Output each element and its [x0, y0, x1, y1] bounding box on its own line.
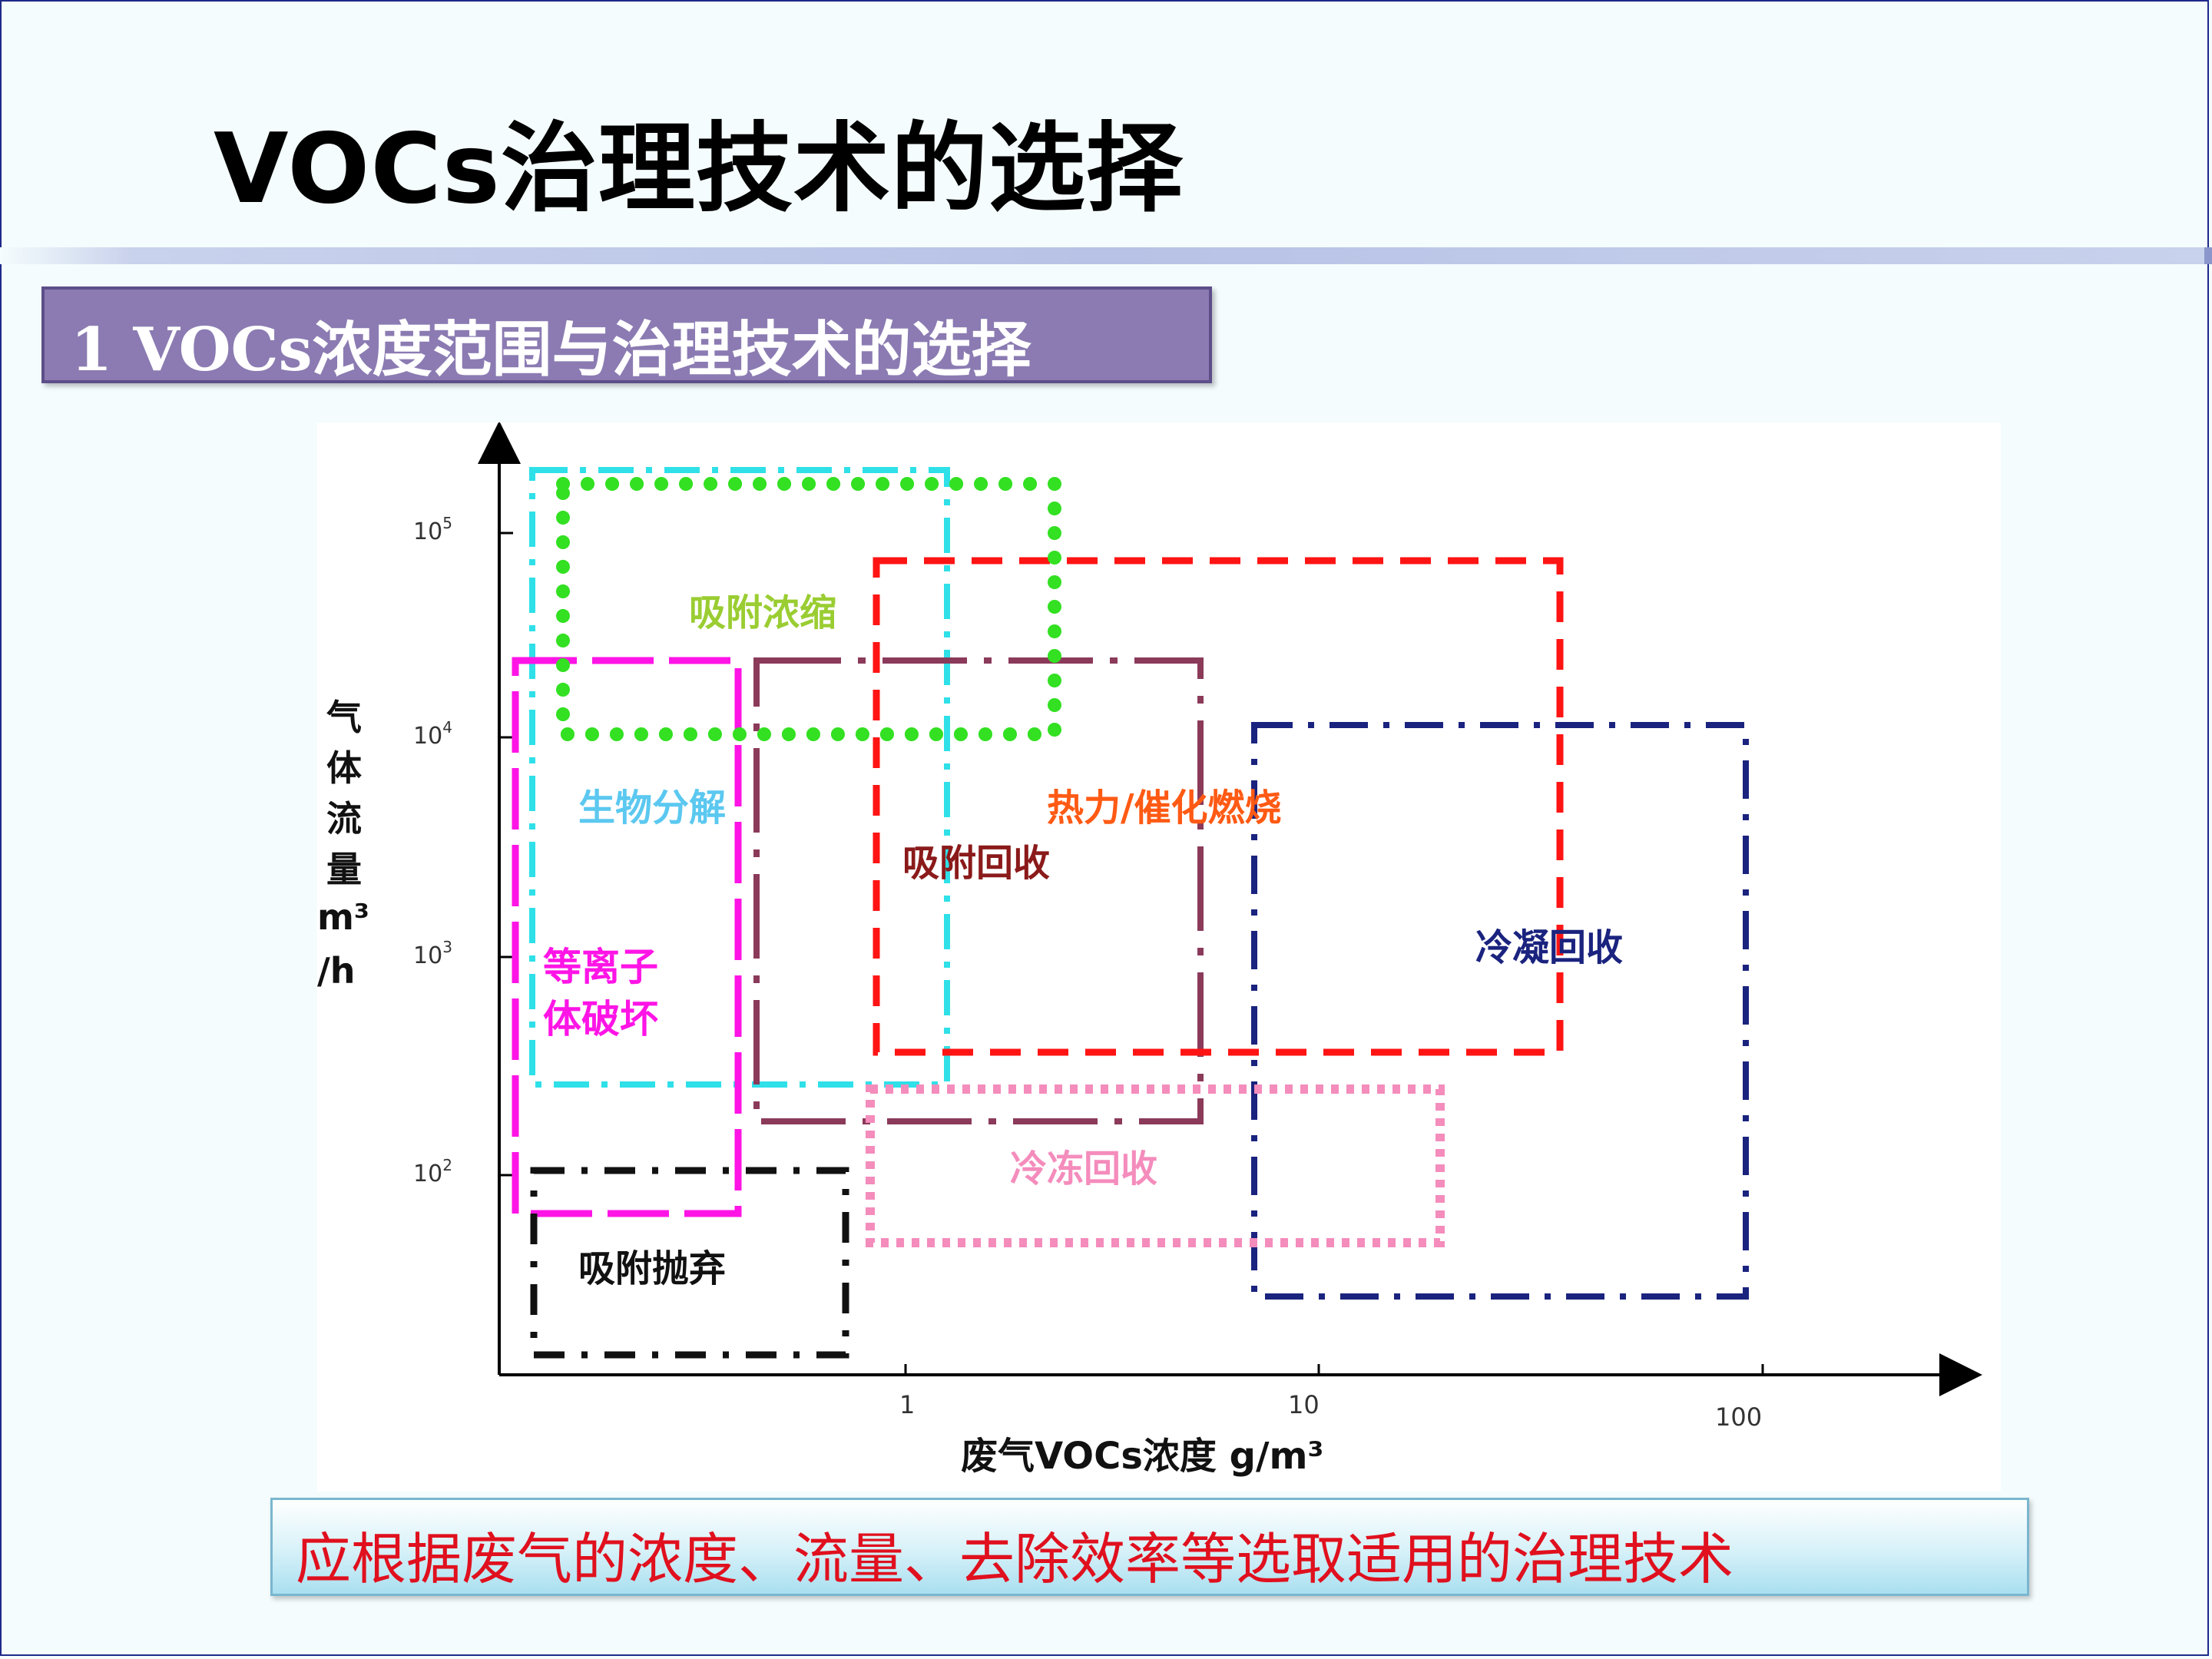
label-adsorption-disposal: 吸附抛弃 [578, 1247, 726, 1290]
title-divider-end [2204, 247, 2212, 264]
title-divider [0, 247, 2212, 264]
y-axis-title: 体 [326, 747, 362, 789]
region-adsorption-disposal [530, 1167, 849, 1359]
note-box: 应根据废气的浓度、流量、去除效率等选取适用的治理技术 [270, 1498, 2029, 1596]
region-adsorption-concentration [556, 477, 1061, 741]
technology-selection-diagram: 105 104 103 102 1 10 100 废气VOCs浓度 g/m³ 气… [317, 421, 2001, 1492]
region-thermal-catalytic [873, 557, 1564, 1056]
section-banner: 1 VOCs浓度范围与治理技术的选择 [41, 286, 1212, 385]
diagram-svg: 105 104 103 102 1 10 100 废气VOCs浓度 g/m³ 气… [317, 421, 1982, 1478]
page-title: VOCs治理技术的选择 [214, 112, 1184, 225]
label-condensation: 冷凝回收 [1475, 926, 1623, 969]
x-tick-label: 1 [899, 1390, 915, 1419]
y-axis-title: m³ [317, 896, 369, 938]
region-adsorption-recovery [753, 657, 1204, 1124]
label-adsorption-recovery: 吸附回收 [902, 842, 1050, 885]
y-tick-label: 103 [413, 938, 452, 969]
y-tick-label: 105 [413, 514, 452, 545]
label-plasma-line1: 等离子 [543, 945, 658, 989]
label-thermal-catalytic: 热力/催化燃烧 [1047, 786, 1282, 830]
region-condensation [1251, 722, 1749, 1300]
x-axis-title: 废气VOCs浓度 g/m³ [961, 1435, 1324, 1478]
x-tick-label: 10 [1288, 1390, 1320, 1419]
y-axis-title: 流 [326, 798, 362, 839]
label-freeze-recovery: 冷冻回收 [1010, 1147, 1157, 1190]
note-text: 应根据废气的浓度、流量、去除效率等选取适用的治理技术 [296, 1527, 1734, 1591]
y-tick-label: 104 [413, 718, 452, 750]
x-tick-label: 100 [1715, 1402, 1762, 1432]
y-tick-label: 102 [413, 1156, 452, 1187]
y-axis-title: /h [317, 950, 356, 992]
region-freeze-recovery [866, 1084, 1445, 1247]
label-plasma-line2: 体破坏 [543, 997, 658, 1041]
label-adsorption-concentration: 吸附浓缩 [689, 591, 836, 634]
section-banner-text: 1 VOCs浓度范围与治理技术的选择 [71, 315, 1031, 385]
region-plasma [512, 657, 742, 1217]
y-axis-title: 气 [326, 697, 362, 738]
label-biodegradation: 生物分解 [578, 786, 726, 830]
y-axis-title: 量 [326, 849, 362, 890]
